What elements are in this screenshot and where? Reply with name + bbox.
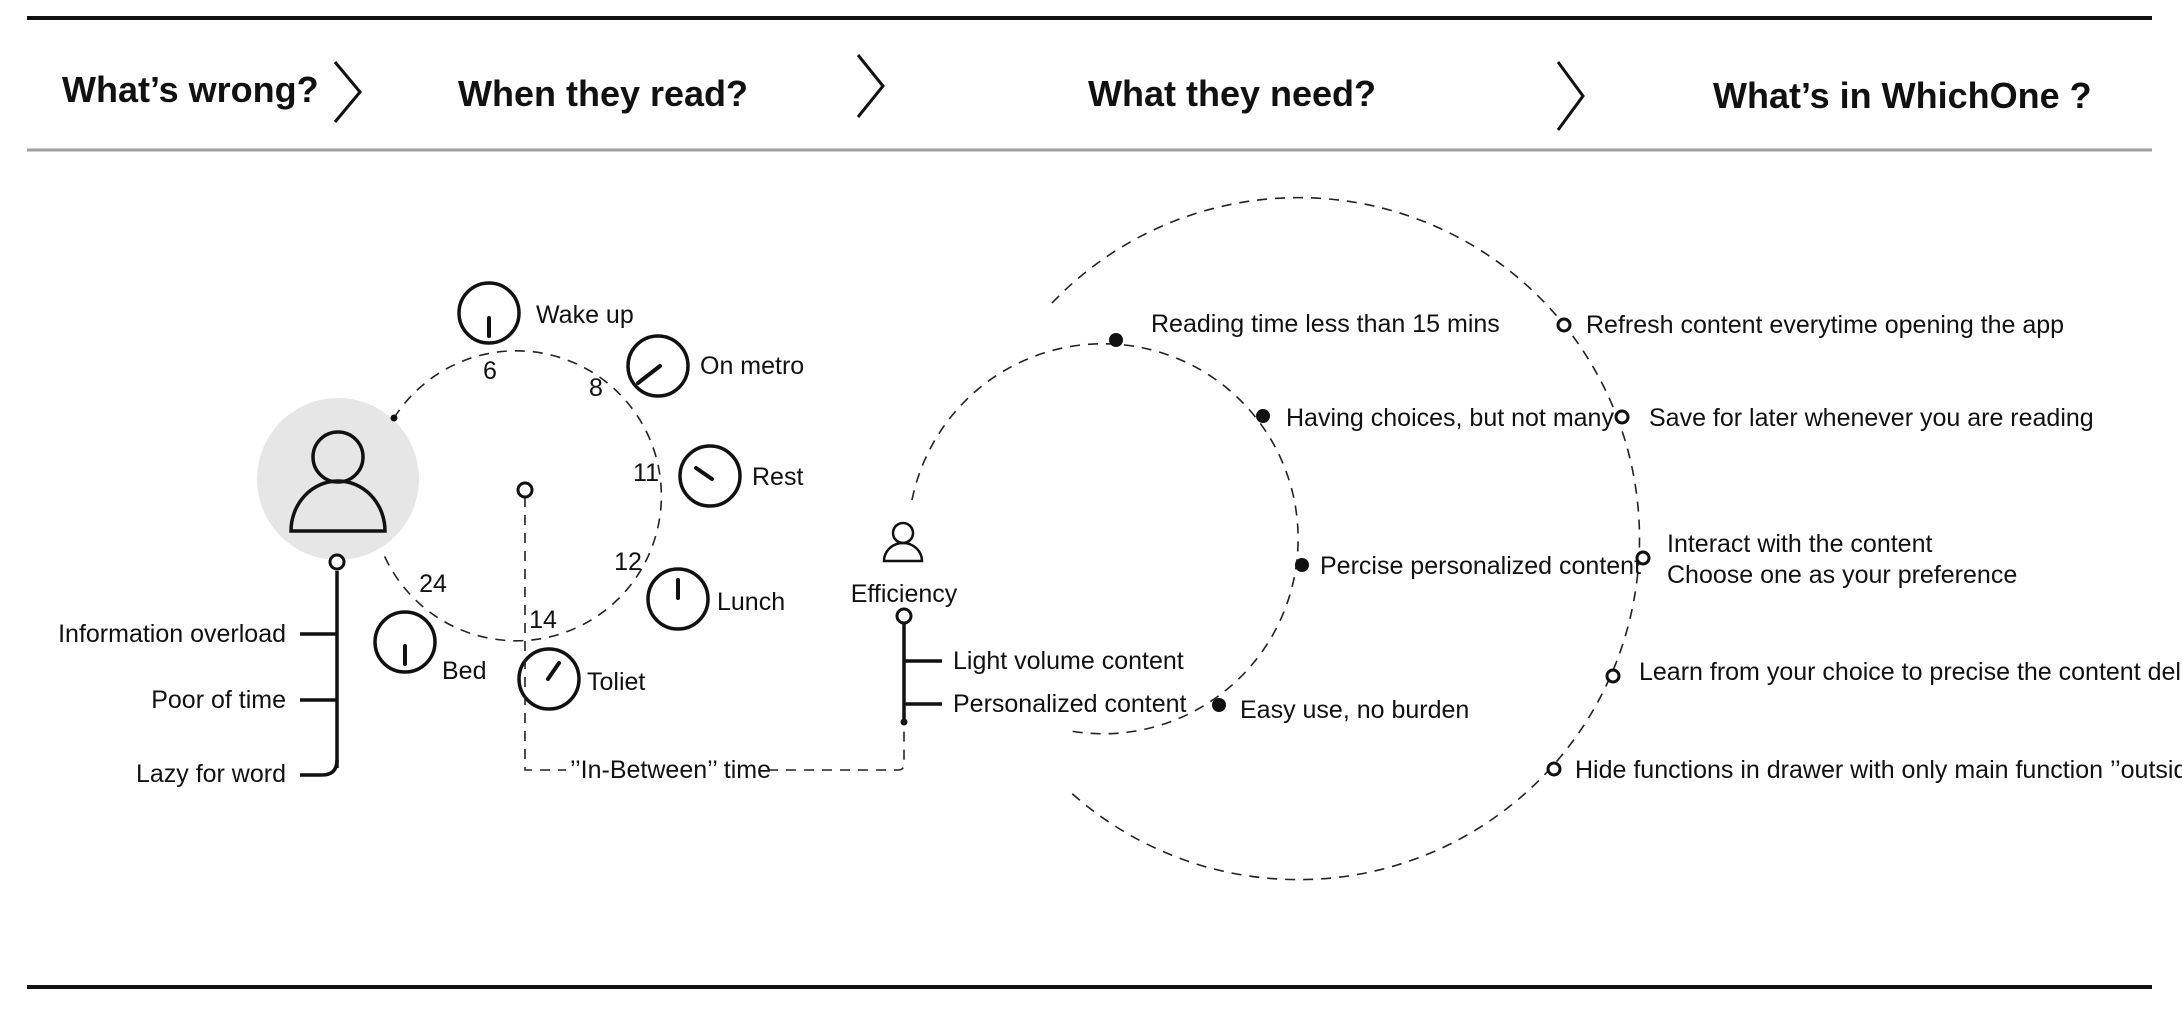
in-between-connector xyxy=(524,497,566,771)
chevron-right-icon xyxy=(333,61,362,123)
activity-label: Lunch xyxy=(717,588,785,616)
user-icon xyxy=(882,521,924,563)
feature-label: Interact with the content xyxy=(1667,530,1932,558)
node-dot xyxy=(900,718,908,726)
activity-label: Wake up xyxy=(536,301,634,329)
problem-label: Poor of time xyxy=(151,686,286,714)
feature-ring-node xyxy=(1546,761,1562,777)
node-dot xyxy=(390,414,398,422)
clock-icon xyxy=(678,444,742,508)
hour-label: 24 xyxy=(419,570,447,598)
avatar xyxy=(257,398,419,560)
step-whats-in-whichone: What’s in WhichOne ? xyxy=(1713,75,2092,116)
node-ring xyxy=(516,481,534,499)
clock-icon xyxy=(457,281,521,345)
node-ring xyxy=(328,553,346,571)
problems-branch xyxy=(300,759,339,777)
node-ring xyxy=(895,607,913,625)
chevron-right-icon xyxy=(1556,61,1585,131)
need-dot xyxy=(1109,333,1123,347)
features-ring xyxy=(1051,196,1641,881)
efficiency-item: Light volume content xyxy=(953,647,1184,675)
clock-icon xyxy=(646,567,710,631)
feature-ring-node xyxy=(1614,409,1630,425)
step-whats-wrong: What’s wrong? xyxy=(62,69,319,110)
hour-label: 11 xyxy=(633,459,659,487)
need-label: Easy use, no burden xyxy=(1240,696,1469,724)
need-dot xyxy=(1295,558,1309,572)
clock-icon xyxy=(626,334,690,398)
feature-label: Save for later whenever you are reading xyxy=(1649,404,2094,432)
hour-label: 8 xyxy=(589,374,603,402)
need-label: Having choices, but not many xyxy=(1286,404,1614,432)
feature-ring-node xyxy=(1635,550,1651,566)
hour-label: 12 xyxy=(614,548,642,576)
day-cycle-ring xyxy=(383,350,663,642)
need-label: Reading time less than 15 mins xyxy=(1151,310,1500,338)
step-what-they-need: What they need? xyxy=(1088,73,1376,114)
chevron-right-icon xyxy=(856,54,885,118)
feature-label: Refresh content everytime opening the ap… xyxy=(1586,311,2064,339)
in-between-label: ’’In-Between’’ time xyxy=(570,756,771,784)
feature-label: Learn from your choice to precise the co… xyxy=(1639,658,2182,686)
hour-label: 6 xyxy=(483,357,497,385)
problem-label: Information overload xyxy=(58,620,286,648)
hour-label: 14 xyxy=(529,606,557,634)
feature-label: Hide functions in drawer with only main … xyxy=(1575,756,2182,784)
need-dot xyxy=(1256,409,1270,423)
clock-icon xyxy=(373,610,437,674)
need-dot xyxy=(1212,698,1226,712)
feature-label: Choose one as your preference xyxy=(1667,561,2017,589)
problem-label: Lazy for word xyxy=(136,760,286,788)
feature-ring-node xyxy=(1556,317,1572,333)
user-icon xyxy=(289,430,387,533)
clock-icon xyxy=(517,647,581,711)
activity-label: Rest xyxy=(752,463,803,491)
need-label: Percise personalized content xyxy=(1320,552,1641,580)
in-between-connector xyxy=(768,722,905,771)
step-when-they-read: When they read? xyxy=(458,73,748,114)
activity-label: On metro xyxy=(700,352,804,380)
needs-ring xyxy=(911,342,1299,735)
activity-label: Toliet xyxy=(587,668,645,696)
efficiency-label: Efficiency xyxy=(851,580,958,608)
activity-label: Bed xyxy=(442,657,486,685)
feature-ring-node xyxy=(1605,668,1621,684)
efficiency-item: Personalized content xyxy=(953,690,1187,718)
